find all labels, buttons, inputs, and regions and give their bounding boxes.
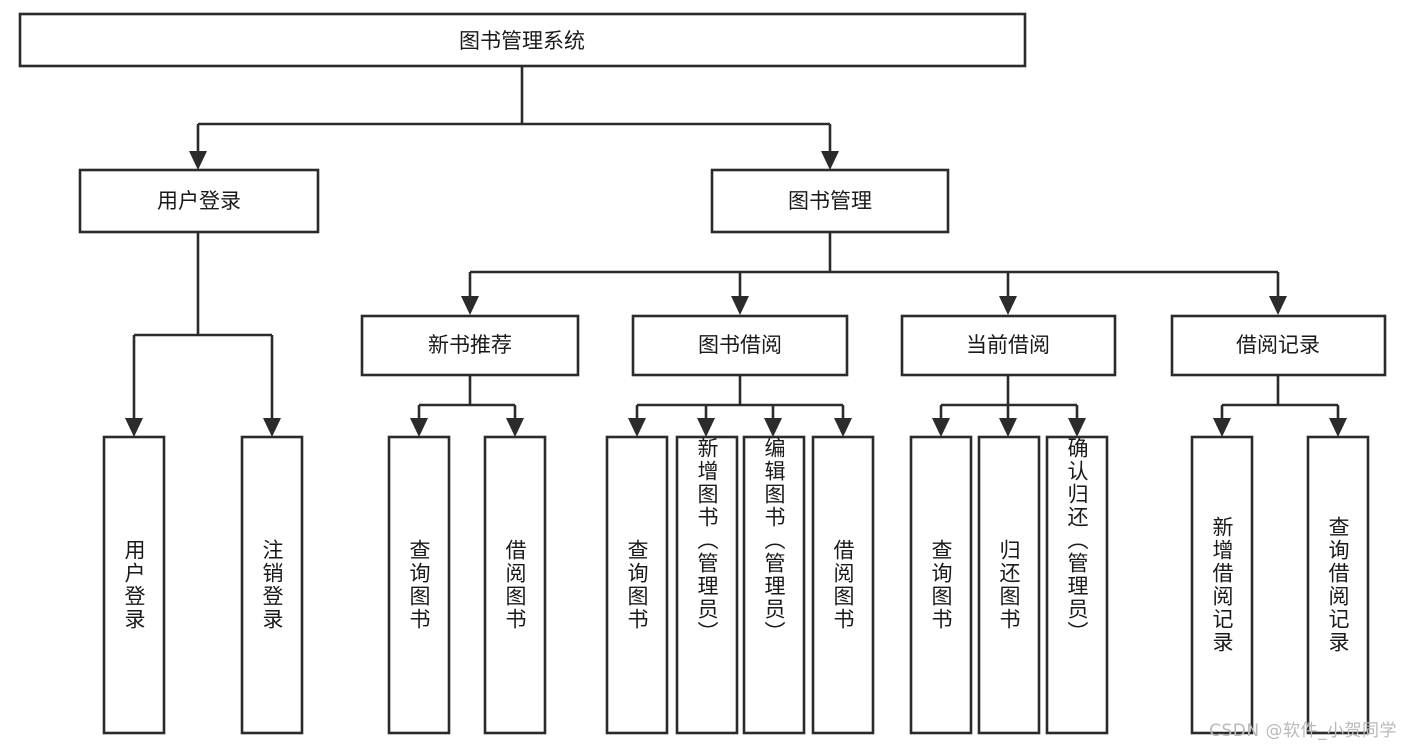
arrow-head-current-borrow	[999, 296, 1017, 315]
node-book-borrow-box[interactable]	[631, 314, 849, 377]
arrow-head-borrow-records	[1269, 296, 1287, 315]
node-borrow-records-box[interactable]	[1170, 314, 1387, 377]
arrow-head-bb-child2	[697, 418, 715, 437]
arrow-head-bb-child1	[628, 418, 646, 437]
arrow-head-user-login	[189, 151, 207, 170]
arrow-head-book-borrow	[731, 296, 749, 315]
leaf-box-bb-edit-book[interactable]	[742, 435, 806, 735]
leaf-box-user-login[interactable]	[102, 435, 166, 735]
node-book-management[interactable]: 图书管理	[710, 168, 950, 234]
node-current-borrow-box[interactable]	[900, 314, 1117, 377]
arrow-head-leaf-logout	[263, 418, 281, 437]
node-new-book-recommend-label: 新书推荐	[428, 333, 512, 357]
node-current-borrow-label: 当前借阅	[966, 333, 1050, 357]
leaf-box-nb-query-book[interactable]	[387, 435, 451, 735]
node-book-borrow-label: 图书借阅	[698, 333, 782, 357]
node-root-box[interactable]	[18, 12, 1027, 68]
watermark-text: CSDN @软件_小贺同学	[1209, 721, 1397, 741]
leaf-box-br-query-record[interactable]	[1306, 435, 1370, 735]
arrow-head-new-book	[461, 296, 479, 315]
node-user-login-box[interactable]	[78, 168, 320, 234]
connector-group	[125, 66, 1347, 437]
arrow-head-br-child1	[1213, 418, 1231, 437]
leaf-box-bb-borrow-book[interactable]	[811, 435, 875, 735]
node-root-label: 图书管理系统	[459, 29, 585, 53]
node-user-login-label: 用户登录	[157, 189, 241, 213]
leaf-box-bb-add-book[interactable]	[675, 435, 739, 735]
arrow-head-nb-child1	[410, 418, 428, 437]
node-current-borrow[interactable]: 当前借阅	[900, 314, 1117, 377]
arrow-head-leaf-user-login	[125, 418, 143, 437]
node-book-management-box[interactable]	[710, 168, 950, 234]
arrow-head-bb-child3	[764, 418, 782, 437]
node-borrow-records-label: 借阅记录	[1236, 333, 1320, 357]
leaf-box-cb-return-book[interactable]	[977, 435, 1041, 735]
leaf-box-cb-query-book[interactable]	[909, 435, 973, 735]
arrow-head-cb-child1	[932, 418, 950, 437]
arrow-head-nb-child2	[506, 418, 524, 437]
leaf-box-cb-confirm-return[interactable]	[1045, 435, 1109, 735]
arrow-head-cb-child3	[1068, 418, 1086, 437]
leaf-box-nb-borrow-book[interactable]	[483, 435, 547, 735]
node-new-book-recommend-box[interactable]	[360, 314, 580, 377]
node-borrow-records[interactable]: 借阅记录	[1170, 314, 1387, 377]
arrow-head-bb-child4	[834, 418, 852, 437]
node-book-borrow[interactable]: 图书借阅	[631, 314, 849, 377]
node-user-login[interactable]: 用户登录	[78, 168, 320, 234]
node-book-management-label: 图书管理	[788, 189, 872, 213]
arrow-head-br-child2	[1329, 418, 1347, 437]
arrow-head-book-mgmt	[821, 151, 839, 170]
node-root[interactable]: 图书管理系统	[18, 12, 1027, 68]
leaf-box-logout[interactable]	[240, 435, 304, 735]
leaf-box-br-add-record[interactable]	[1190, 435, 1254, 735]
node-new-book-recommend[interactable]: 新书推荐	[360, 314, 580, 377]
leaf-box-bb-query-book[interactable]	[605, 435, 669, 735]
arrow-head-cb-child2	[999, 418, 1017, 437]
